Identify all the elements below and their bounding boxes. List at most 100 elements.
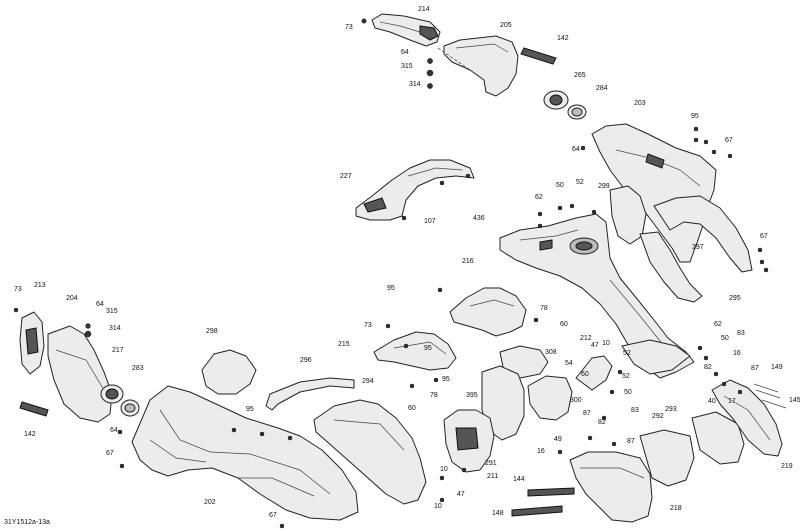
callout-47: 47 xyxy=(591,342,599,349)
callout-216: 216 xyxy=(462,258,474,265)
callout-50: 50 xyxy=(556,182,564,189)
part-211-box xyxy=(443,409,495,473)
callout-50: 50 xyxy=(624,389,632,396)
callout-60: 60 xyxy=(581,371,589,378)
callout-47: 47 xyxy=(457,491,465,498)
part-295-lower-panel xyxy=(639,231,703,303)
callout-40: 40 xyxy=(708,398,716,405)
parts-144-148-decals xyxy=(511,487,575,517)
callout-10: 10 xyxy=(434,503,442,510)
callout-265: 265 xyxy=(574,72,586,79)
callout-142: 142 xyxy=(557,35,569,42)
callout-17: 17 xyxy=(728,398,736,405)
callout-95: 95 xyxy=(246,406,254,413)
callout-73: 73 xyxy=(345,24,353,31)
callout-83: 83 xyxy=(631,407,639,414)
callout-87: 87 xyxy=(583,410,591,417)
callout-78: 78 xyxy=(430,392,438,399)
callout-145: 145 xyxy=(789,397,800,404)
part-204-left-panel xyxy=(47,325,113,423)
callout-436: 436 xyxy=(473,215,485,222)
callout-82: 82 xyxy=(704,364,712,371)
callout-204: 204 xyxy=(66,295,78,302)
callout-50: 50 xyxy=(721,335,729,342)
part-215-bracket xyxy=(373,331,457,371)
callout-142: 142 xyxy=(24,431,36,438)
callout-314: 314 xyxy=(409,81,421,88)
callout-64: 64 xyxy=(401,49,409,56)
part-265-gauge xyxy=(543,90,569,110)
callout-298: 298 xyxy=(206,328,218,335)
callout-227: 227 xyxy=(340,173,352,180)
callout-78: 78 xyxy=(540,305,548,312)
small-fasteners-left xyxy=(13,307,125,469)
callout-292: 292 xyxy=(652,413,664,420)
parts-149-145-strips xyxy=(753,383,787,409)
part-300-bracket xyxy=(527,375,573,421)
callout-297: 297 xyxy=(692,244,704,251)
callout-315: 315 xyxy=(106,308,118,315)
callout-107: 107 xyxy=(424,218,436,225)
callout-62: 62 xyxy=(714,321,722,328)
callout-215: 215 xyxy=(338,341,350,348)
callout-314: 314 xyxy=(109,325,121,332)
callout-293: 293 xyxy=(665,406,677,413)
callout-67: 67 xyxy=(269,512,277,519)
part-298-panel xyxy=(201,349,257,395)
callout-54: 54 xyxy=(565,360,573,367)
callout-217: 217 xyxy=(112,347,124,354)
callout-16: 16 xyxy=(733,350,741,357)
callout-291: 291 xyxy=(485,460,497,467)
callout-148: 148 xyxy=(492,510,504,517)
callout-300: 300 xyxy=(570,397,582,404)
callout-214: 214 xyxy=(418,6,430,13)
small-fasteners-console xyxy=(537,203,597,229)
callout-87: 87 xyxy=(627,438,635,445)
callout-95: 95 xyxy=(424,345,432,352)
part-297-panel-liner xyxy=(653,195,753,273)
part-296-rail xyxy=(265,377,355,411)
part-283-gauge xyxy=(120,399,140,417)
callout-49: 49 xyxy=(554,436,562,443)
small-fasteners-lower xyxy=(231,287,743,529)
callout-52: 52 xyxy=(576,179,584,186)
callout-95: 95 xyxy=(691,113,699,120)
callout-213: 213 xyxy=(34,282,46,289)
part-212-bracket xyxy=(575,355,613,391)
callout-308: 308 xyxy=(545,349,557,356)
callout-283: 283 xyxy=(132,365,144,372)
callout-149: 149 xyxy=(771,364,783,371)
callout-73: 73 xyxy=(14,286,22,293)
callout-16: 16 xyxy=(537,448,545,455)
callout-64: 64 xyxy=(96,301,104,308)
callout-205: 205 xyxy=(500,22,512,29)
callout-315: 315 xyxy=(401,63,413,70)
part-227-bracket xyxy=(355,159,475,221)
part-205-cover xyxy=(437,35,519,97)
part-219-side-rail xyxy=(711,379,783,457)
callout-87: 87 xyxy=(751,365,759,372)
small-fasteners-right xyxy=(693,126,769,273)
callout-294: 294 xyxy=(362,378,374,385)
part-436-center-console xyxy=(499,213,695,379)
callout-82: 82 xyxy=(598,419,606,426)
callout-284: 284 xyxy=(596,85,608,92)
callout-60: 60 xyxy=(408,405,416,412)
part-293-panel xyxy=(691,411,745,465)
part-217-gauge xyxy=(100,384,124,404)
callout-10: 10 xyxy=(440,466,448,473)
callout-62: 62 xyxy=(535,194,543,201)
callout-67: 67 xyxy=(725,137,733,144)
callout-67: 67 xyxy=(106,450,114,457)
callout-64: 64 xyxy=(110,427,118,434)
part-202-large-panel xyxy=(131,385,359,521)
small-fasteners-top xyxy=(361,18,586,151)
callout-10: 10 xyxy=(602,340,610,347)
part-218-lower-panel xyxy=(569,451,653,523)
part-294-side-panel xyxy=(313,399,427,505)
callout-144: 144 xyxy=(513,476,525,483)
callout-296: 296 xyxy=(300,357,312,364)
part-214-storage-bracket xyxy=(371,13,441,47)
